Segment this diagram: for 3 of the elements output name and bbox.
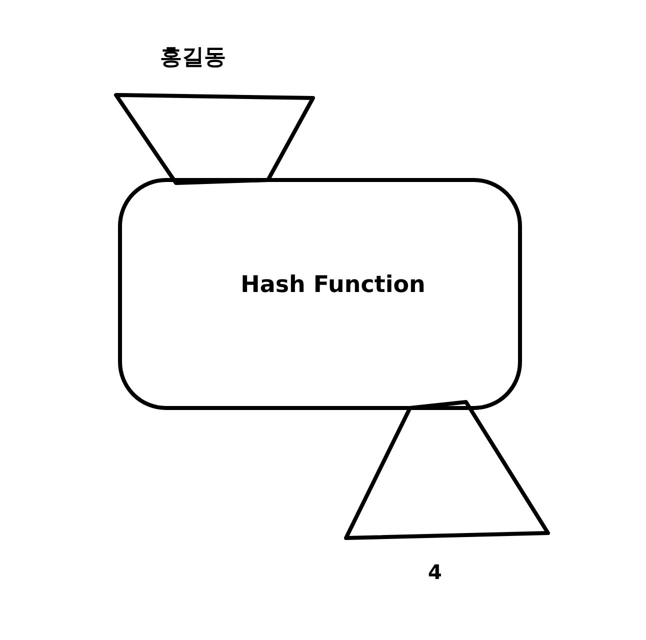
function-label: Hash Function [240,272,426,298]
input-label: 홍길동 [159,44,227,72]
output-label: 4 [427,560,443,584]
